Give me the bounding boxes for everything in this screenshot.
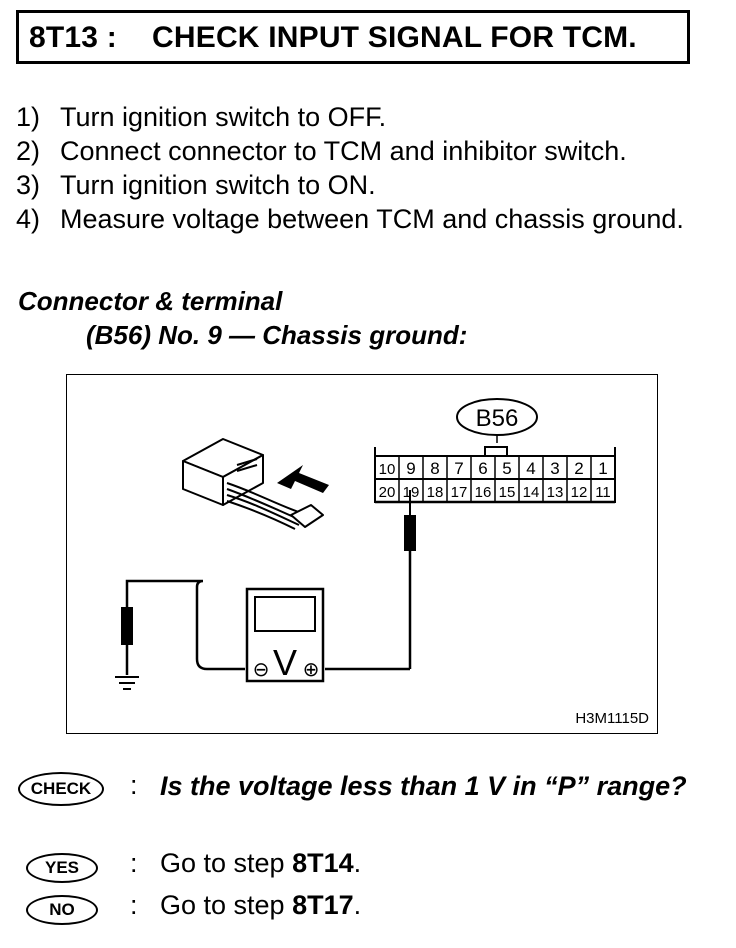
step-number: 3) <box>16 170 41 200</box>
no-end: . <box>353 890 362 920</box>
arrow-icon <box>277 465 329 493</box>
step-item-1: 1) Turn ignition switch to OFF. <box>16 100 386 134</box>
pin-label: 10 <box>379 461 396 478</box>
pin-label: 15 <box>499 484 516 501</box>
ground-icon <box>115 676 139 690</box>
figure-code: H3M1115D <box>575 710 649 727</box>
pin-label: 13 <box>547 484 564 501</box>
pin-label: 7 <box>454 459 463 478</box>
step-text: Measure voltage between TCM and chassis … <box>60 204 684 234</box>
no-answer: Go to step 8T17. <box>160 890 361 921</box>
step-number: 2) <box>16 136 41 166</box>
check-separator: : <box>130 770 138 800</box>
step-number: 1) <box>16 102 41 132</box>
yes-end: . <box>353 848 362 878</box>
no-text: Go to step <box>160 890 293 920</box>
step-text: Turn ignition switch to OFF. <box>60 102 387 132</box>
pin-label: 5 <box>502 459 511 478</box>
step-text: Turn ignition switch to ON. <box>60 170 376 200</box>
pin-label: 20 <box>379 484 396 501</box>
pin-label: 9 <box>406 459 415 478</box>
step-item-3: 3) Turn ignition switch to ON. <box>16 168 376 202</box>
connector-label: B56 <box>476 405 519 432</box>
pin-label: 6 <box>478 459 487 478</box>
pin-label: 18 <box>427 484 444 501</box>
yes-separator: : <box>130 848 138 878</box>
pin-label: 1 <box>598 459 607 478</box>
probe-positive <box>404 490 416 669</box>
step-item-2: 2) Connect connector to TCM and inhibitor… <box>16 134 627 168</box>
measure-spec: (B56) No. 9 — Chassis ground: <box>86 320 468 350</box>
step-code: 8T13 : <box>29 21 117 54</box>
pin-row-bottom: 20191817161514131211 <box>379 479 611 502</box>
yes-badge: YES <box>26 853 98 883</box>
step-title: CHECK INPUT SIGNAL FOR TCM. <box>152 21 637 54</box>
yes-answer: Go to step 8T14. <box>160 848 361 879</box>
pin-label: 3 <box>550 459 559 478</box>
voltmeter-icon <box>245 587 325 683</box>
no-separator: : <box>130 890 138 920</box>
step-number: 4) <box>16 204 41 234</box>
no-badge: NO <box>26 895 98 925</box>
minus-terminal-icon: ⊖ <box>253 657 270 681</box>
step-item-4: 4) Measure voltage between TCM and chassi… <box>16 202 702 236</box>
step-header: 8T13 : CHECK INPUT SIGNAL FOR TCM. <box>16 10 690 64</box>
yes-text: Go to step <box>160 848 293 878</box>
pin-label: 16 <box>475 484 492 501</box>
no-step-link: 8T17 <box>292 890 354 920</box>
check-badge: CHECK <box>18 772 104 806</box>
pin-label: 14 <box>523 484 540 501</box>
pin-label: 4 <box>526 459 535 478</box>
probe-ground <box>121 579 245 675</box>
pin-label: 8 <box>430 459 439 478</box>
pin-label: 17 <box>451 484 468 501</box>
voltmeter-symbol: V <box>273 642 297 683</box>
measure-heading: Connector & terminal <box>18 286 283 316</box>
step-text: Connect connector to TCM and inhibitor s… <box>60 136 627 166</box>
pin-label: 11 <box>595 484 611 501</box>
yes-step-link: 8T14 <box>292 848 354 878</box>
check-question: Is the voltage less than 1 V in “P” rang… <box>160 771 687 801</box>
pin-label: 2 <box>574 459 583 478</box>
pin-label: 12 <box>571 484 588 501</box>
plus-terminal-icon: ⊕ <box>303 657 320 681</box>
harness-connector-icon <box>182 438 324 530</box>
